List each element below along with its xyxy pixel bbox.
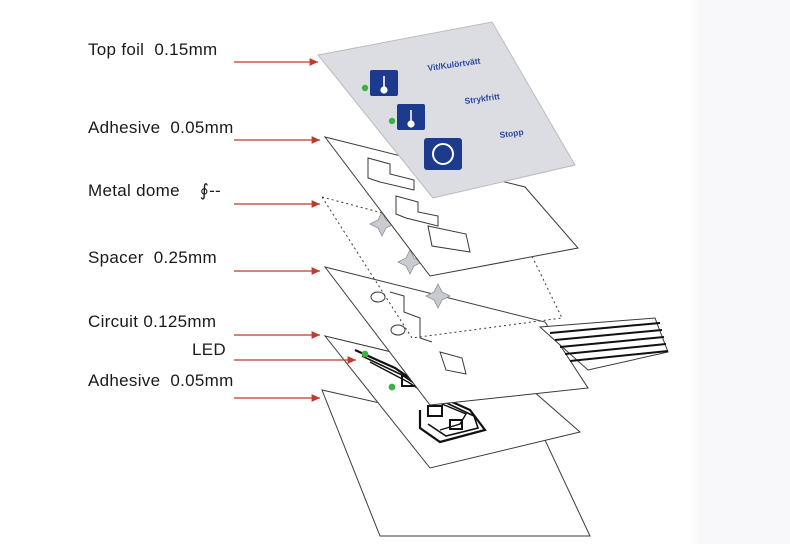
- layer-thickness: 0.25mm: [153, 248, 217, 267]
- layer-name: Metal dome: [88, 181, 180, 200]
- layer-name: Top foil: [88, 40, 145, 59]
- led-window-2: [388, 117, 396, 125]
- thermometer-icon: [380, 76, 388, 94]
- stop-ring-icon: [432, 143, 454, 165]
- foil-button-label-2: Strykfritt: [464, 91, 501, 106]
- button-3: [424, 138, 462, 170]
- spacer-layer: [323, 266, 589, 406]
- label-adhesive-bottom: Adhesive 0.05mm: [88, 371, 234, 391]
- upper-adhesive-layer: [323, 136, 579, 277]
- label-led: LED: [192, 340, 226, 360]
- layer-thickness: 0.05mm: [170, 118, 234, 137]
- led-window-1: [361, 84, 369, 92]
- label-metal-dome: Metal dome ∮--: [88, 181, 221, 201]
- foil-button-label-3: Stopp: [499, 127, 524, 140]
- circuit-pad: [427, 405, 443, 417]
- layer-thickness: 0.05mm: [170, 371, 234, 390]
- label-circuit: Circuit 0.125mm: [88, 312, 216, 332]
- metal-dome: [425, 283, 451, 309]
- top-foil-layer: Vit/Kulörtvätt Strykfritt Stopp: [317, 21, 576, 199]
- metal-dome-layer: [320, 196, 563, 339]
- layer-thickness: ∮--: [199, 181, 222, 200]
- flex-tail: [538, 317, 669, 371]
- callout-arrows: [234, 58, 356, 402]
- label-top-foil: Top foil 0.15mm: [88, 40, 218, 60]
- layer-thickness: 0.15mm: [154, 40, 218, 59]
- layer-name: LED: [192, 340, 226, 359]
- label-adhesive: Adhesive 0.05mm: [88, 118, 234, 138]
- circuit-trace: [354, 348, 487, 444]
- led-dot-2: [388, 383, 396, 391]
- layer-name: Adhesive: [88, 371, 161, 390]
- layer-name: Circuit: [88, 312, 139, 331]
- thermometer-icon: [407, 110, 415, 128]
- layer-name: Adhesive: [88, 118, 161, 137]
- led-dot-1: [361, 350, 369, 358]
- circuit-pad: [449, 419, 463, 430]
- layer-thickness: 0.125mm: [143, 312, 217, 331]
- layer-name: Spacer: [88, 248, 144, 267]
- label-spacer: Spacer 0.25mm: [88, 248, 217, 268]
